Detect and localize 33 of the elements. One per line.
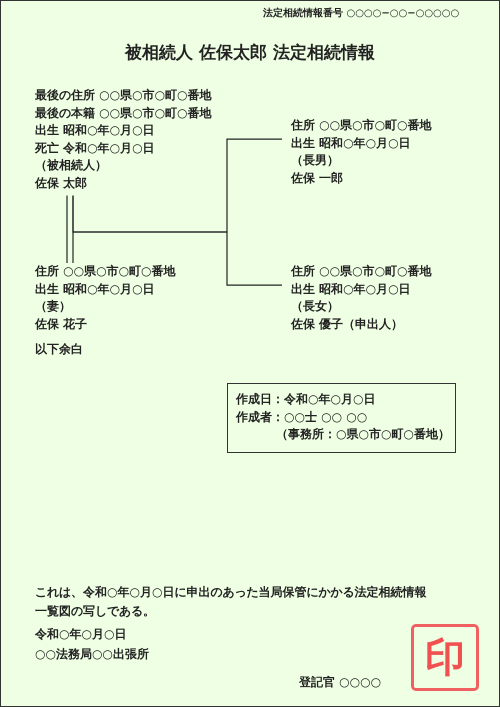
marriage-double-line bbox=[66, 196, 74, 263]
issuing-office: ○○法務局○○出張所 bbox=[35, 646, 149, 663]
entry-line: （長男） bbox=[291, 152, 340, 170]
issue-date: 令和○年○月○日 bbox=[35, 626, 126, 643]
entry-line: 住所 ○○県○市○町○番地 bbox=[291, 117, 432, 134]
registrar-name: 登記官 ○○○○ bbox=[299, 674, 382, 691]
entry-line: （妻） bbox=[35, 298, 72, 316]
entry-line: 最後の本籍 ○○県○市○町○番地 bbox=[35, 104, 212, 122]
seal-stamp bbox=[411, 624, 479, 691]
entry-line: 佐保 優子（申出人） bbox=[291, 316, 404, 333]
entry-line: 作成日：令和○年○月○日 bbox=[236, 391, 376, 408]
entry-line: 最後の住所 ○○県○市○町○番地 bbox=[35, 87, 212, 104]
seal-character: 印 bbox=[425, 636, 465, 680]
entry-line: 作成者：○○士 ○○ ○○ bbox=[236, 408, 368, 426]
entry-line: 死亡 令和○年○月○日 bbox=[35, 140, 156, 157]
entry-line: 出生 昭和○年○月○日 bbox=[35, 280, 156, 298]
preparer-box bbox=[227, 383, 456, 453]
entry-line: 出生 昭和○年○月○日 bbox=[291, 134, 412, 152]
entry-line: 佐保 花子 bbox=[35, 316, 88, 333]
certification-text: これは、令和○年○月○日に申出のあった当局保管にかかる法定相続情報一覧図の写しである。 bbox=[35, 584, 428, 620]
entry-line: （被相続人） bbox=[35, 157, 108, 174]
entry-line: 住所 ○○県○市○町○番地 bbox=[291, 263, 432, 280]
entry-line: 出生 昭和○年○月○日 bbox=[291, 280, 412, 298]
entry-line: （事務所：○県○市○町○番地） bbox=[275, 426, 447, 444]
descent-line bbox=[72, 196, 282, 286]
entry-line: 出生 昭和○年○月○日 bbox=[35, 122, 156, 140]
remainder-note: 以下余白 bbox=[35, 341, 83, 358]
document-number: 法定相続情報番号 ○○○○−○○−○○○○○ bbox=[263, 6, 460, 21]
entry-line: （長女） bbox=[291, 298, 340, 316]
entry-line: 佐保 太郎 bbox=[35, 174, 88, 192]
entry-line: 住所 ○○県○市○町○番地 bbox=[35, 263, 176, 280]
title: 被相続人 佐保太郎 法定相続情報 bbox=[124, 42, 376, 64]
entry-line: 佐保 一郎 bbox=[291, 170, 344, 187]
